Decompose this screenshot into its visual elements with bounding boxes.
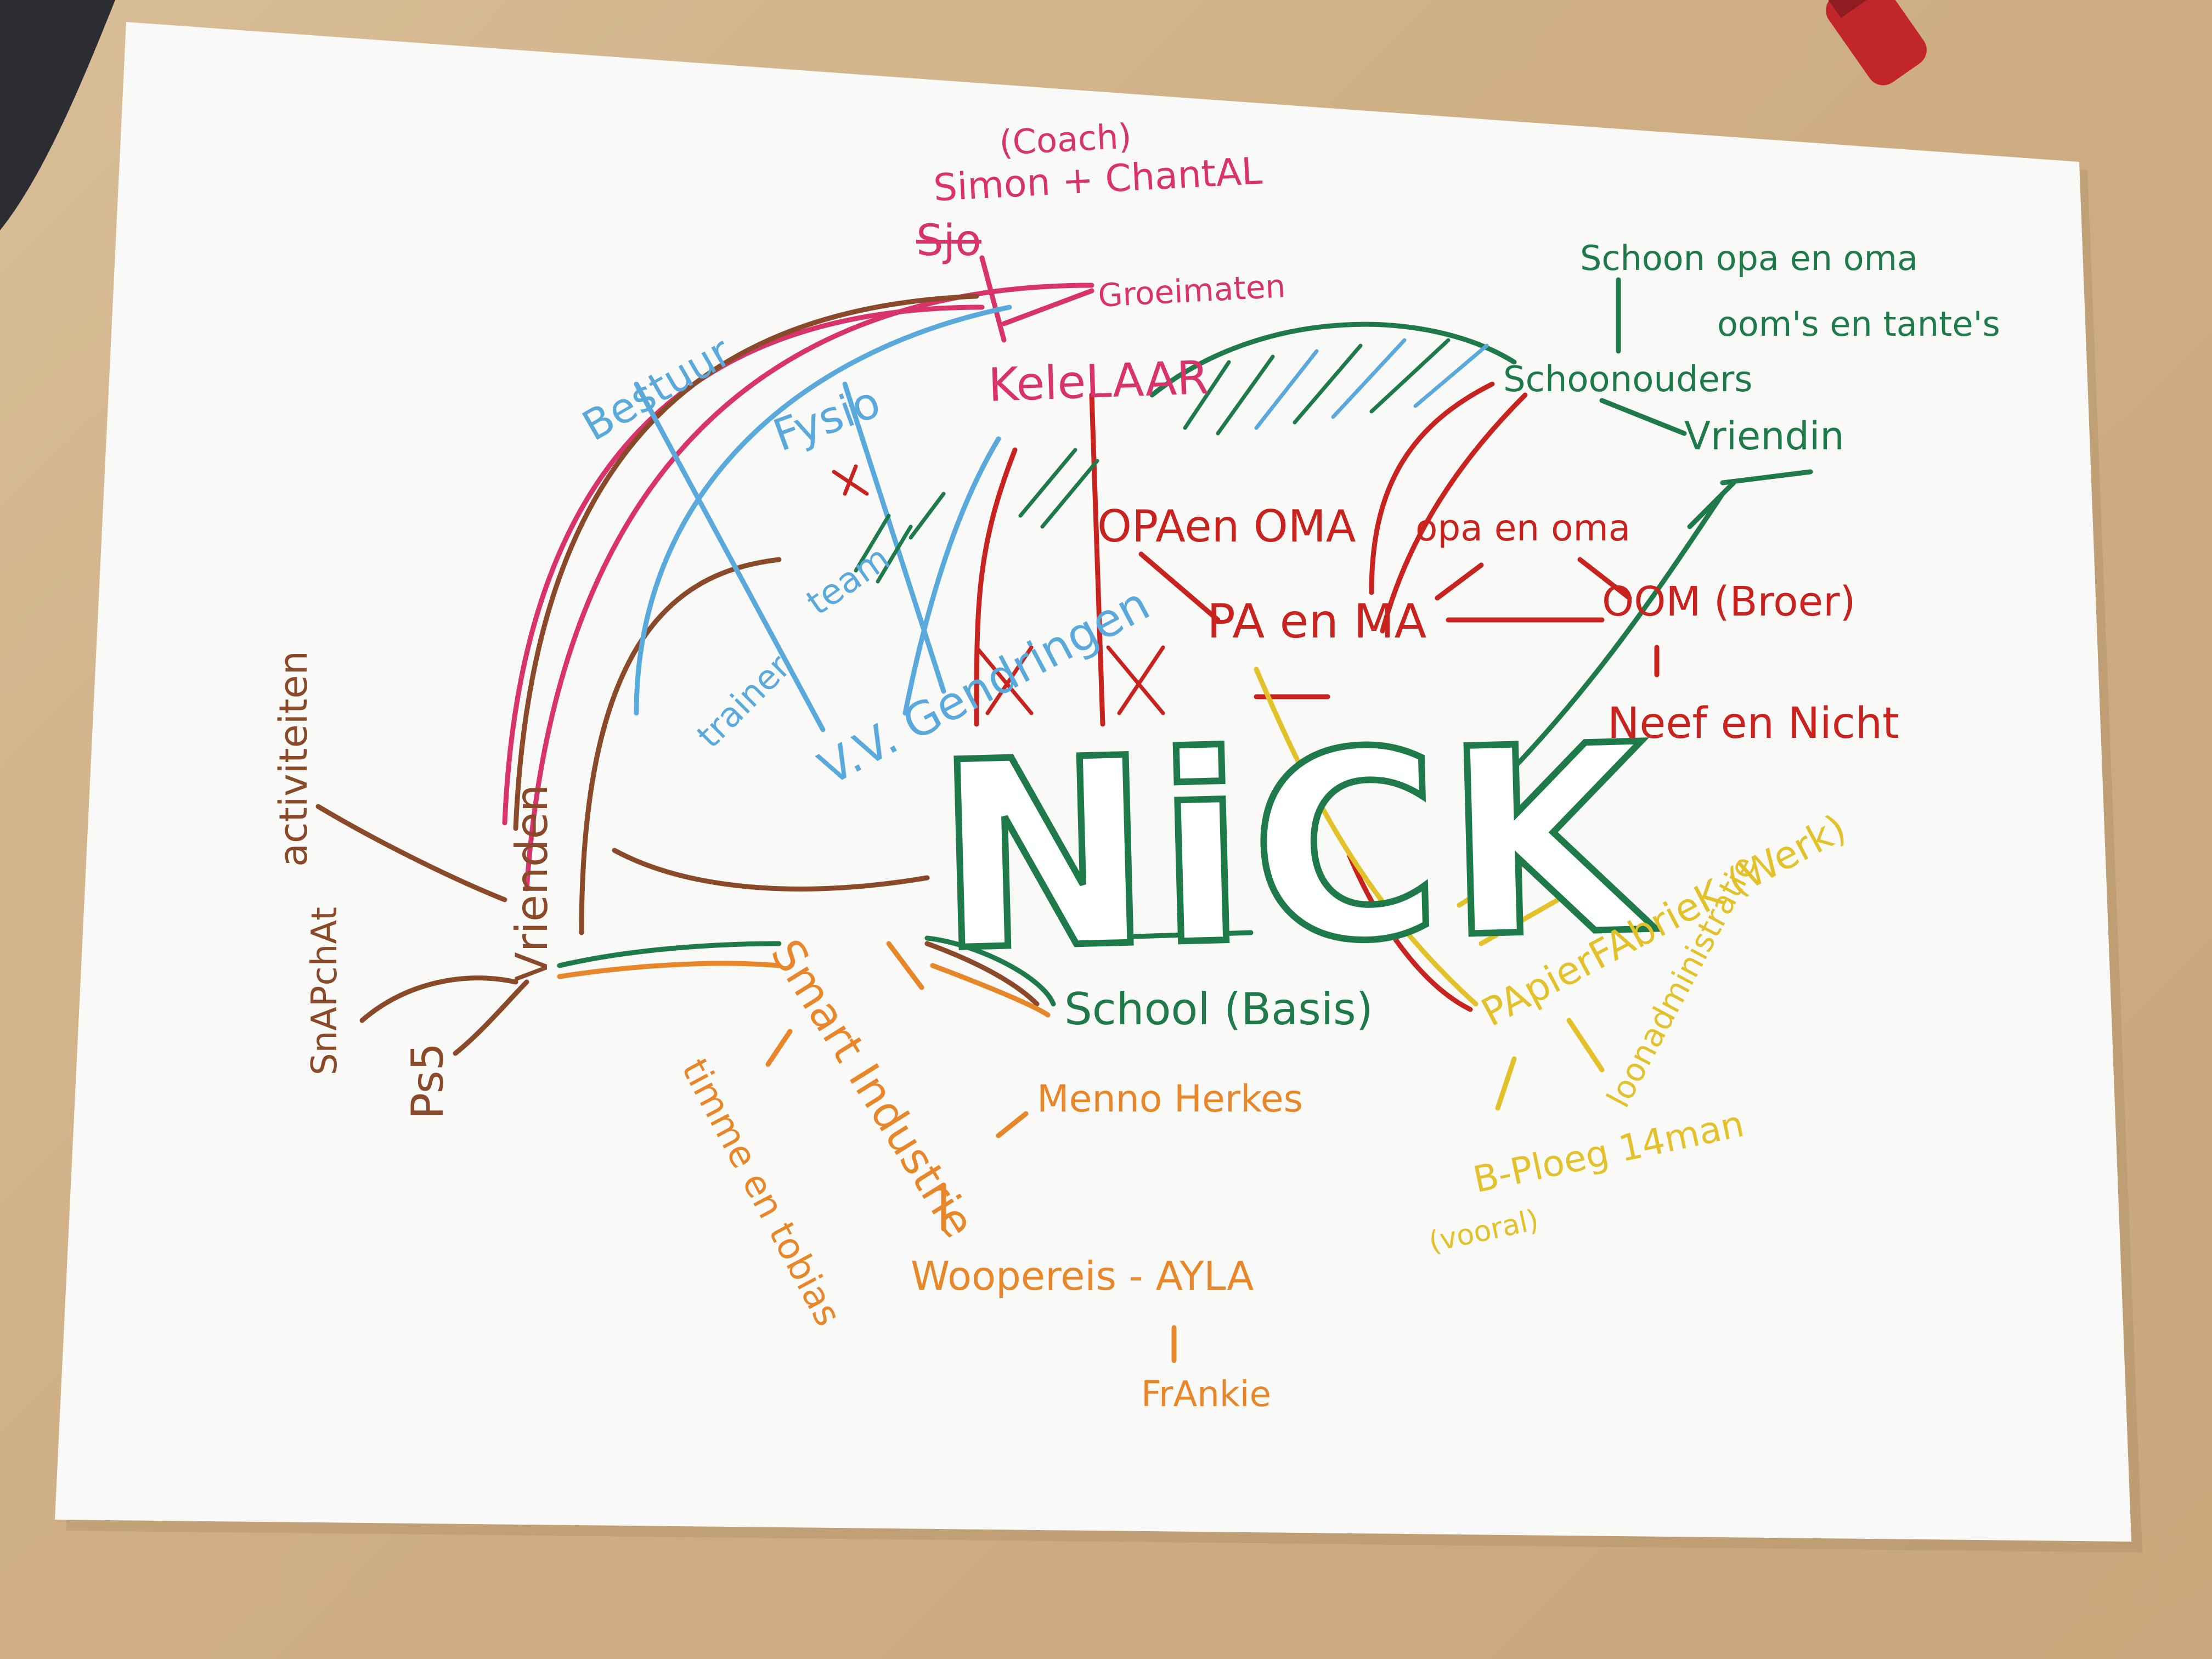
label-groeimaten: Groeimaten xyxy=(1097,267,1286,314)
connector-orange-vrienden xyxy=(557,961,782,979)
connector-orange-school xyxy=(930,963,1051,1018)
connector-brown-school xyxy=(924,941,1040,1007)
connector-yellow-bploeg xyxy=(1495,1056,1517,1111)
connector-green-vrienden-smart xyxy=(557,941,782,968)
connector-yellow-nick xyxy=(1254,667,1479,1007)
label-school: School (Basis) xyxy=(1064,984,1373,1035)
label-vriendin: Vriendin xyxy=(1684,414,1844,459)
connector-orange-menno xyxy=(996,1111,1029,1138)
connector-blue-arc xyxy=(634,304,1012,716)
connector-green-schoon-vriendin xyxy=(1599,398,1687,436)
marker-cap-icon xyxy=(1822,0,1927,86)
connector-pink-groei xyxy=(1001,288,1094,326)
label-vrienden: Vrienden xyxy=(506,784,557,982)
label-pa-en-ma: PA en MA xyxy=(1207,594,1427,649)
connector-red-papier xyxy=(1347,853,1473,1012)
label-oom-broer: OOM (Broer) xyxy=(1602,578,1856,625)
connector-yellow-loon xyxy=(1566,1018,1605,1073)
label-snapchat: SnAPchAt xyxy=(304,906,345,1075)
connector-blue-fysio xyxy=(842,381,946,694)
label-coach: (Coach) xyxy=(998,116,1133,163)
connector-green-vriendin-under xyxy=(1720,469,1813,486)
connector-brown-activiteiten xyxy=(315,804,507,902)
jacket-corner xyxy=(0,0,115,230)
label-schoonouders: Schoonouders xyxy=(1503,359,1753,400)
connector-red-ketelaar-arc xyxy=(974,447,1018,727)
connector-green-arc xyxy=(1149,321,1517,398)
connector-green-vriendin-nick xyxy=(1489,491,1725,793)
connector-red-opa2-right xyxy=(1577,557,1632,601)
connector-blue-ketelaar xyxy=(902,436,1001,716)
connector-blue-bestuur xyxy=(634,381,826,732)
label-ps5: Ps5 xyxy=(402,1042,453,1119)
label-menno-herkes: Menno Herkes xyxy=(1037,1077,1304,1121)
label-opa-oma-red: OPAen OMA xyxy=(1097,501,1356,552)
connector-yellow-papier-1 xyxy=(1457,853,1539,908)
label-ooms-tantes: oom's en tante's xyxy=(1717,304,2000,344)
label-opa-oma-right: opa en oma xyxy=(1415,507,1631,549)
connector-red-opa xyxy=(1138,551,1221,623)
connector-pink-arc-1 xyxy=(502,304,985,826)
hatch-marks xyxy=(832,338,1489,715)
label-neef-nicht: Neef en Nicht xyxy=(1607,699,1899,748)
center-node-nick: NiCK xyxy=(929,686,1658,1012)
connector-red-vertical xyxy=(1089,392,1105,727)
connector-red-opa2-left xyxy=(1435,562,1484,601)
connector-brown-snapchat xyxy=(359,975,518,1023)
connector-red-schoon-arc2 xyxy=(1380,392,1528,634)
connector-orange-timmeren xyxy=(765,1029,793,1067)
paper-sheet xyxy=(55,22,2131,1542)
connector-orange-nick xyxy=(886,941,924,990)
connector-brown-arc-1 xyxy=(513,294,979,831)
label-activiteiten: activiteiten xyxy=(271,651,316,867)
connector-green-school xyxy=(924,935,1056,1007)
connector-brown-ps5 xyxy=(453,979,529,1056)
connector-red-schoon-arc xyxy=(1369,381,1495,595)
connector-brown-nick xyxy=(612,848,930,891)
label-frankie: FrAnkie xyxy=(1141,1374,1272,1415)
label-kelelaar: KeleLAAR xyxy=(987,350,1210,412)
label-schoon-opa-oma: Schoon opa en oma xyxy=(1580,238,1918,278)
connector-yellow-papier-2 xyxy=(1479,897,1561,946)
connector-green-nick-under xyxy=(1084,930,1254,941)
label-sjo: Sjo xyxy=(916,216,981,266)
connector-pink-sjo xyxy=(979,255,1007,343)
label-woopereis-ayla: Woopereis - AYLA xyxy=(911,1253,1254,1299)
connector-green-vriendin-oom xyxy=(1687,480,1736,529)
